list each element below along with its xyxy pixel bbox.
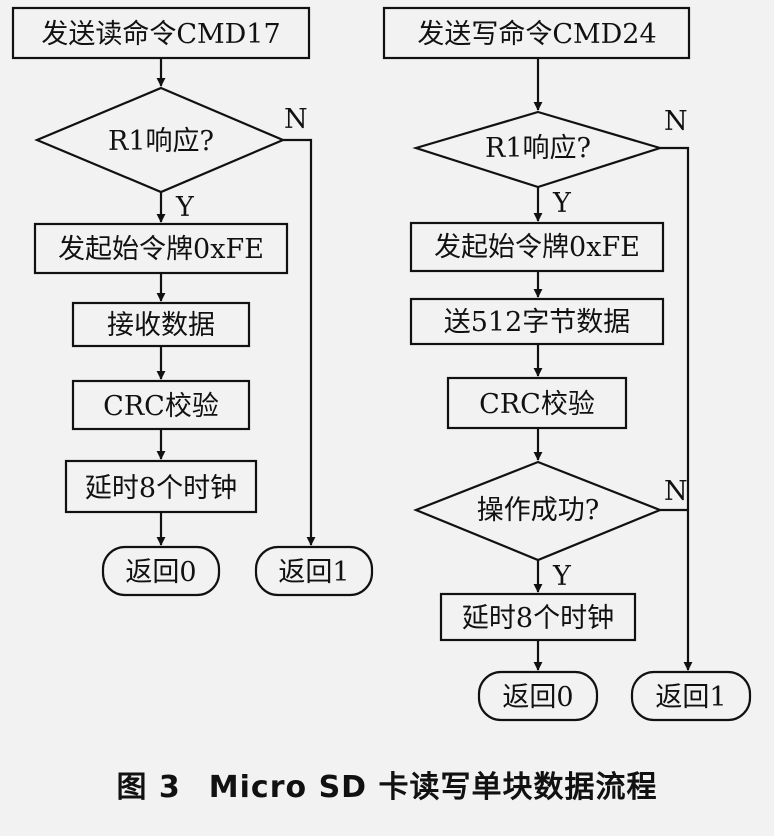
right-yes-label: Y bbox=[552, 188, 572, 219]
right-return0-terminal bbox=[477, 670, 599, 722]
right-crc-label: CRC校验 bbox=[479, 389, 595, 420]
left-return1-terminal bbox=[254, 545, 374, 597]
left-receive-data-box bbox=[71, 301, 251, 348]
left-yes-label: Y bbox=[175, 192, 195, 223]
right-send-data-box bbox=[409, 297, 665, 346]
left-arrow-no-to-return1 bbox=[283, 138, 316, 546]
left-return0-terminal bbox=[101, 545, 221, 597]
left-send-read-cmd-box bbox=[11, 6, 311, 60]
right-send-data-label: 送512字节数据 bbox=[444, 307, 631, 338]
right-start-token-box bbox=[409, 221, 665, 273]
figure-title: Micro SD 卡读写单块数据流程 bbox=[208, 770, 658, 805]
left-delay-label: 延时8个时钟 bbox=[85, 473, 237, 504]
right-no2-label: N bbox=[664, 476, 688, 507]
left-delay-box bbox=[64, 459, 258, 514]
right-yes2-label: Y bbox=[552, 561, 572, 592]
left-crc-label: CRC校验 bbox=[103, 391, 219, 422]
right-return1-terminal bbox=[630, 670, 752, 722]
shape-labels: 发送读命令CMD17 R1响应? 发起始令牌0xFE 接收数据 CRC校验 延时… bbox=[41, 19, 726, 713]
right-no-label: N bbox=[664, 106, 688, 137]
left-no-label: N bbox=[284, 104, 308, 135]
right-success-decision-diamond bbox=[413, 460, 663, 562]
right-r1-decision-diamond bbox=[412, 110, 664, 189]
right-send-write-cmd-box bbox=[382, 6, 691, 60]
right-delay-label: 延时8个时钟 bbox=[462, 603, 614, 634]
shapes bbox=[11, 6, 752, 722]
right-return0-label: 返回0 bbox=[502, 682, 573, 713]
left-crc-box bbox=[71, 379, 251, 431]
left-r1-decision-label: R1响应? bbox=[108, 126, 214, 157]
right-success-decision-label: 操作成功? bbox=[477, 495, 599, 526]
flowchart-diagram: 发送读命令CMD17 R1响应? 发起始令牌0xFE 接收数据 CRC校验 延时… bbox=[11, 6, 752, 722]
left-r1-decision-diamond bbox=[34, 86, 286, 194]
right-start-token-label: 发起始令牌0xFE bbox=[434, 232, 640, 263]
right-arrow-no-to-return1 bbox=[660, 146, 693, 671]
right-send-write-cmd-label: 发送写命令CMD24 bbox=[417, 19, 656, 50]
figure-number: 图 3 bbox=[116, 770, 181, 805]
right-return1-label: 返回1 bbox=[655, 682, 726, 713]
left-send-read-cmd-label: 发送读命令CMD17 bbox=[41, 19, 280, 50]
left-receive-data-label: 接收数据 bbox=[107, 310, 215, 341]
left-return0-label: 返回0 bbox=[125, 557, 196, 588]
left-return1-label: 返回1 bbox=[278, 557, 349, 588]
right-delay-box bbox=[439, 592, 637, 642]
right-r1-decision-label: R1响应? bbox=[485, 133, 591, 164]
left-start-token-box bbox=[33, 222, 289, 275]
figure-caption: 图 3 Micro SD 卡读写单块数据流程 bbox=[0, 762, 774, 806]
connector-lines bbox=[156, 58, 693, 671]
left-start-token-label: 发起始令牌0xFE bbox=[58, 234, 264, 265]
right-crc-box bbox=[446, 376, 628, 430]
